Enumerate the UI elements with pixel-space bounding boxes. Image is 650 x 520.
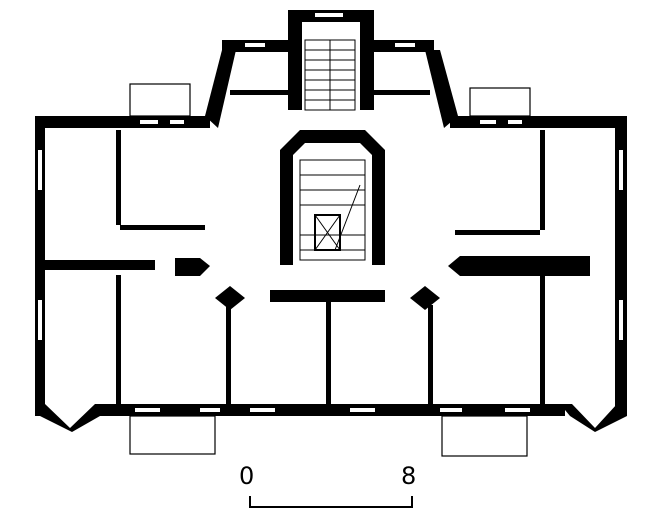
partition	[116, 275, 121, 405]
diagonal-wall-left	[205, 50, 236, 128]
outer-wall-top-right	[450, 116, 625, 128]
scale-label-end: 8	[401, 462, 417, 490]
partition	[226, 305, 231, 405]
interior-wall-left	[40, 260, 155, 270]
elevator	[314, 214, 341, 251]
partition	[428, 305, 433, 405]
corridor-wall	[270, 290, 385, 302]
partition	[230, 90, 290, 95]
stair-core-walls	[280, 130, 385, 265]
diagonal-wall-right	[425, 50, 458, 128]
balcony	[441, 415, 528, 457]
partition	[120, 225, 205, 230]
outer-wall-bottom	[95, 404, 565, 416]
stair-tower-right	[360, 10, 374, 110]
outer-wall-right	[615, 116, 627, 416]
interior-wall-left-end	[175, 258, 210, 276]
stairs	[299, 39, 366, 261]
windows	[38, 13, 623, 412]
scale-bar	[249, 496, 413, 508]
partition	[326, 300, 331, 405]
partition	[372, 90, 430, 95]
pier-right	[410, 286, 440, 310]
partition	[116, 130, 121, 225]
partition	[455, 230, 540, 235]
walls	[35, 10, 627, 432]
balcony	[129, 83, 191, 117]
pier-left	[215, 286, 245, 310]
balcony	[129, 415, 216, 455]
scale-label-start: 0	[239, 462, 255, 490]
bay-left	[35, 404, 100, 432]
bay-right	[560, 404, 627, 432]
outer-wall-top-left	[35, 116, 210, 128]
partition	[540, 275, 545, 405]
partition	[540, 130, 545, 230]
stair-tower-left	[288, 10, 302, 110]
balcony	[469, 87, 531, 117]
interior-wall-right	[448, 256, 590, 276]
balconies	[129, 83, 531, 457]
